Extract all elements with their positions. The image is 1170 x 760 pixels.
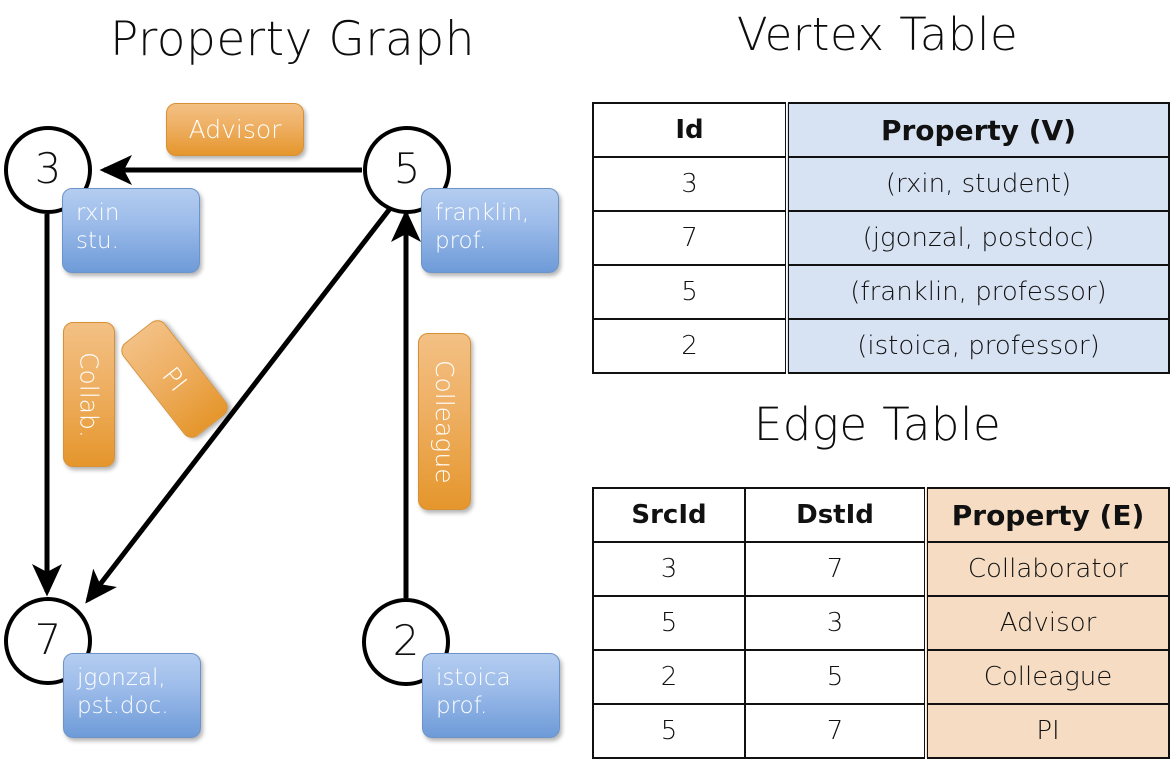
table-row[interactable]: 7 (jgonzal, postdoc) bbox=[592, 210, 1170, 266]
vertex-table-header-row: Id Property (V) bbox=[592, 102, 1170, 158]
vertex-table: Id Property (V) 3 (rxin, student) 7 (jgo… bbox=[592, 102, 1170, 374]
edge-cell-dstid: 7 bbox=[744, 541, 927, 597]
vertex-property-box-5-line1: franklin, bbox=[435, 200, 530, 226]
graph-node-5-id: 5 bbox=[393, 144, 421, 193]
page-title-property-graph: Property Graph bbox=[110, 12, 475, 67]
edge-cell-srcid: 3 bbox=[592, 541, 746, 597]
vertex-cell-id: 7 bbox=[592, 210, 788, 266]
edge-cell-srcid: 5 bbox=[592, 703, 746, 759]
table-row[interactable]: 2 (istoica, professor) bbox=[592, 318, 1170, 374]
table-row[interactable]: 5 3 Advisor bbox=[592, 595, 1170, 651]
edge-label-collab-text: Collab. bbox=[74, 351, 104, 438]
edge-cell-dstid: 5 bbox=[744, 649, 927, 705]
edge-table-header-property: Property (E) bbox=[924, 487, 1170, 543]
vertex-property-box-7[interactable]: jgonzal, pst.doc. bbox=[63, 653, 201, 738]
page-title-edge-table: Edge Table bbox=[753, 398, 1002, 451]
vertex-cell-id: 3 bbox=[592, 156, 788, 212]
vertex-cell-id: 5 bbox=[592, 264, 788, 320]
property-graph-diagram: 3 5 7 2 rxin stu. franklin, prof. jgonza… bbox=[4, 103, 560, 738]
table-row[interactable]: 2 5 Colleague bbox=[592, 649, 1170, 705]
edge-cell-property: Collaborator bbox=[924, 541, 1170, 597]
table-row[interactable]: 3 (rxin, student) bbox=[592, 156, 1170, 212]
table-row[interactable]: 3 7 Collaborator bbox=[592, 541, 1170, 597]
vertex-table-header-id: Id bbox=[592, 102, 788, 158]
vertex-property-box-5[interactable]: franklin, prof. bbox=[421, 188, 559, 273]
page-title-vertex-table: Vertex Table bbox=[736, 8, 1019, 61]
vertex-property-box-7-line2: pst.doc. bbox=[77, 693, 169, 720]
edge-label-colleague-text: Colleague bbox=[430, 359, 459, 484]
graph-node-2-id: 2 bbox=[392, 616, 420, 665]
vertex-property-box-2[interactable]: istoica prof. bbox=[422, 653, 560, 738]
vertex-cell-property: (rxin, student) bbox=[785, 156, 1170, 212]
edge-cell-dstid: 7 bbox=[744, 703, 927, 759]
graph-node-7-id: 7 bbox=[34, 615, 62, 664]
vertex-cell-property: (franklin, professor) bbox=[785, 264, 1170, 320]
graph-node-3-id: 3 bbox=[34, 144, 62, 193]
edge-label-collab[interactable]: Collab. bbox=[63, 322, 115, 467]
vertex-property-box-3-line1: rxin bbox=[76, 200, 120, 226]
edge-label-colleague[interactable]: Colleague bbox=[418, 333, 471, 510]
vertex-cell-property: (istoica, professor) bbox=[785, 318, 1170, 374]
vertex-property-box-2-line1: istoica bbox=[436, 665, 511, 691]
edge-cell-srcid: 2 bbox=[592, 649, 746, 705]
edge-table-header-srcid: SrcId bbox=[592, 487, 746, 543]
table-row[interactable]: 5 (franklin, professor) bbox=[592, 264, 1170, 320]
vertex-table-header-property: Property (V) bbox=[785, 102, 1170, 158]
vertex-cell-id: 2 bbox=[592, 318, 788, 374]
vertex-property-box-3[interactable]: rxin stu. bbox=[62, 188, 200, 273]
graph-node-2[interactable]: 2 bbox=[362, 598, 450, 686]
graph-edge-arrows bbox=[32, 155, 421, 604]
vertex-property-box-3-line2: stu. bbox=[76, 228, 119, 255]
edge-cell-property: Advisor bbox=[924, 595, 1170, 651]
edge-table-header-row: SrcId DstId Property (E) bbox=[592, 487, 1170, 543]
edge-cell-property: Colleague bbox=[924, 649, 1170, 705]
edge-table: SrcId DstId Property (E) 3 7 Collaborato… bbox=[592, 487, 1170, 759]
edge-arrow-5-to-7 bbox=[85, 204, 394, 604]
edge-cell-dstid: 3 bbox=[744, 595, 927, 651]
vertex-property-box-7-line1: jgonzal, bbox=[77, 665, 166, 691]
edge-cell-property: PI bbox=[924, 703, 1170, 759]
vertex-property-box-5-line2: prof. bbox=[435, 228, 487, 255]
edge-label-advisor-text: Advisor bbox=[188, 115, 282, 144]
graph-node-5[interactable]: 5 bbox=[363, 126, 451, 214]
edge-cell-srcid: 5 bbox=[592, 595, 746, 651]
vertex-cell-property: (jgonzal, postdoc) bbox=[785, 210, 1170, 266]
edge-table-header-dstid: DstId bbox=[744, 487, 927, 543]
table-row[interactable]: 5 7 PI bbox=[592, 703, 1170, 759]
edge-label-advisor[interactable]: Advisor bbox=[166, 103, 304, 156]
vertex-property-box-2-line2: prof. bbox=[436, 693, 488, 720]
edge-label-pi-text: PI bbox=[156, 361, 193, 397]
